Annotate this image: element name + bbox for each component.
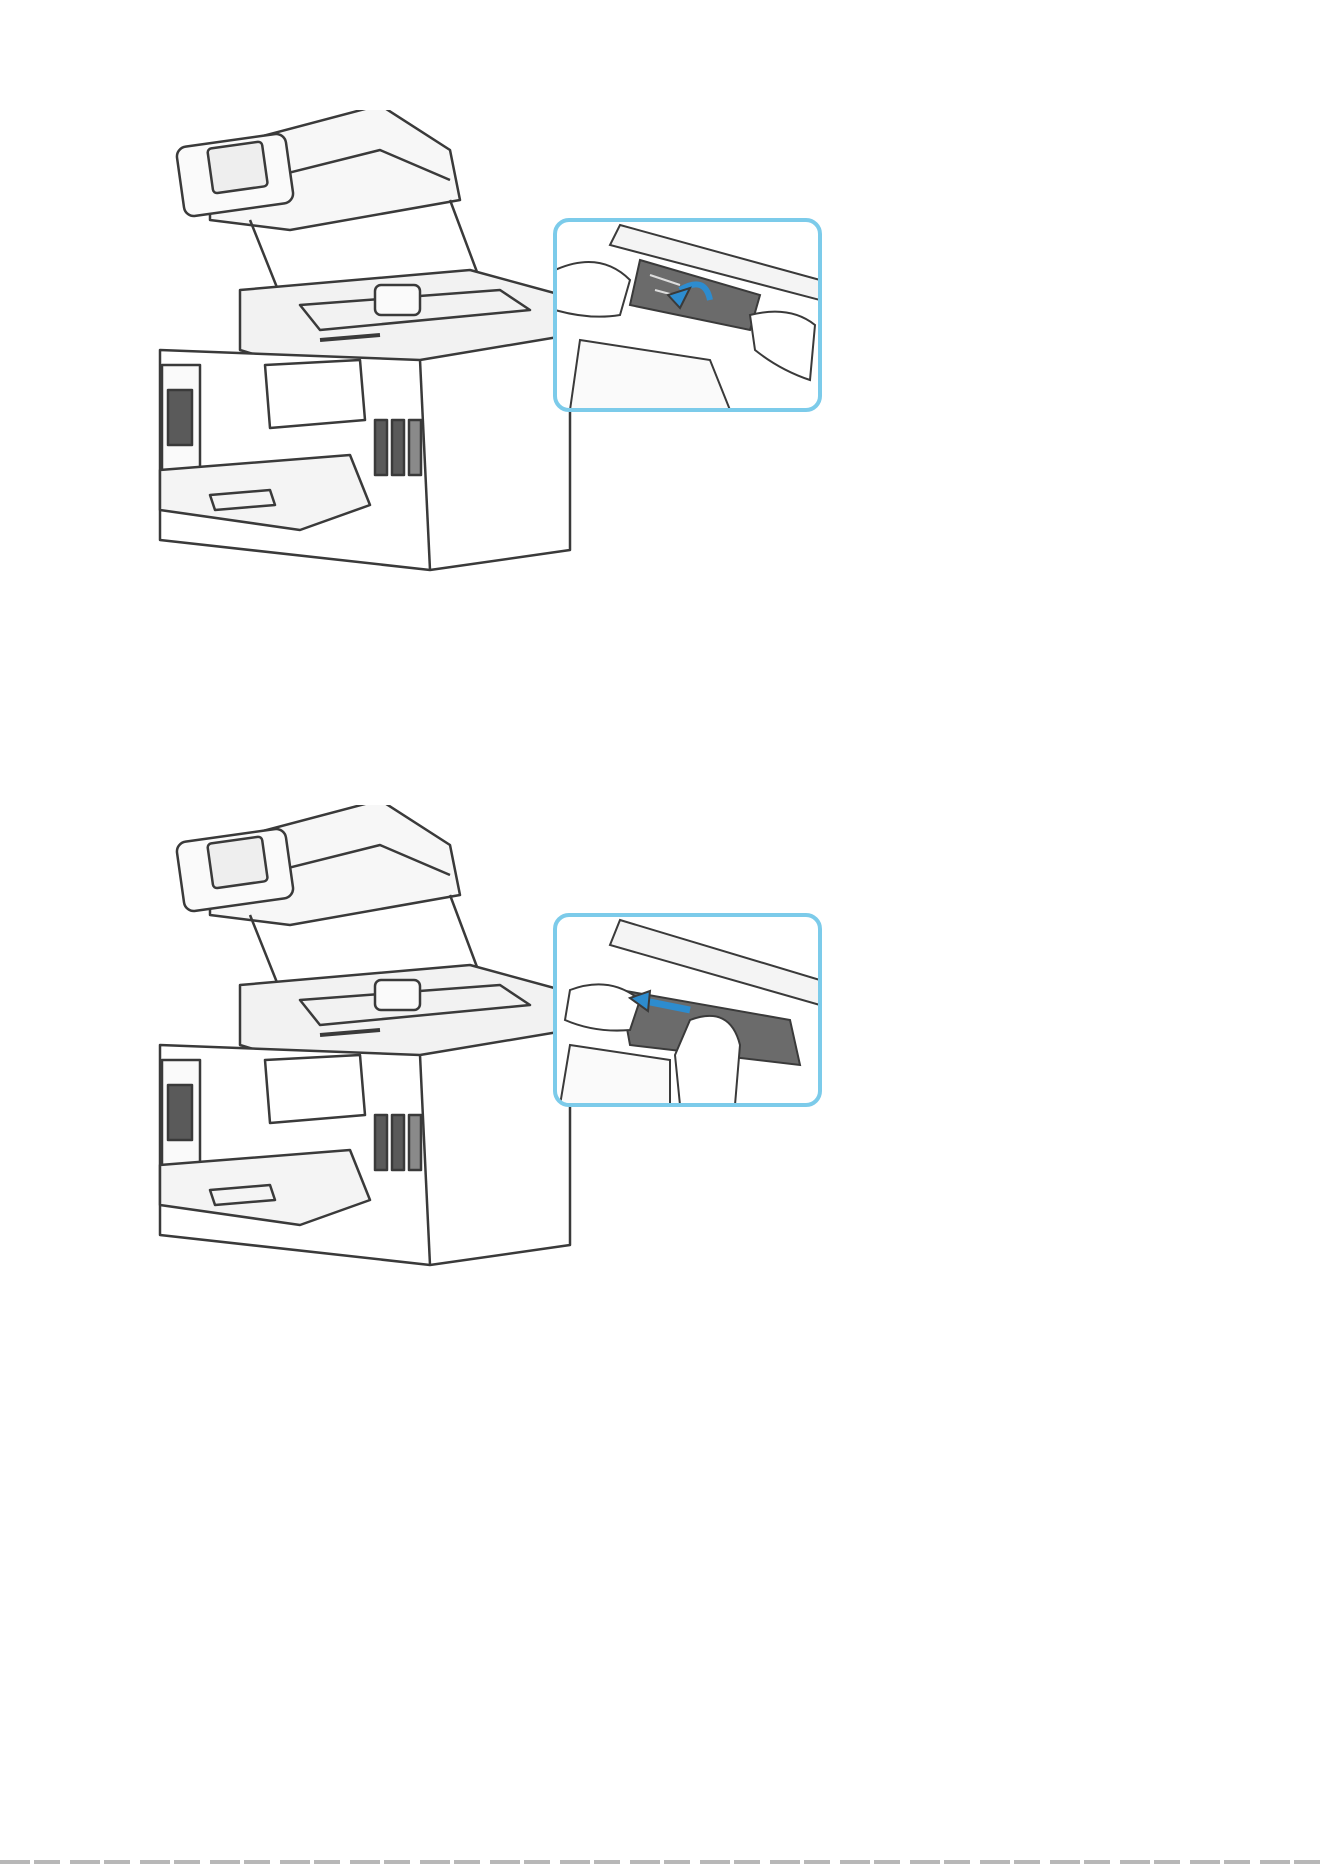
callout-zoom-view: [555, 915, 820, 1105]
ink-window-black: [168, 1085, 192, 1140]
ink-window-2: [392, 1115, 404, 1170]
ink-window-2: [392, 420, 404, 475]
callout-zoom-view: [555, 220, 820, 410]
panel-screen: [207, 141, 268, 193]
ink-window-black: [168, 390, 192, 445]
printer-body: [160, 110, 580, 570]
ink-window-3: [409, 420, 421, 475]
figure-remove-jammed-paper-step-2: [150, 805, 1010, 1405]
printer-illustration: [150, 805, 1010, 1405]
panel-screen: [207, 836, 268, 888]
printer-illustration: [150, 110, 1010, 710]
figure-remove-jammed-paper-step-1: [150, 110, 1010, 710]
ink-window-1: [375, 1115, 387, 1170]
printer-body: [160, 805, 580, 1265]
hand-left: [565, 984, 640, 1030]
ink-window-1: [375, 420, 387, 475]
hand-left: [555, 262, 630, 317]
ink-window-3: [409, 1115, 421, 1170]
page-footer-rule: [0, 1860, 1324, 1864]
